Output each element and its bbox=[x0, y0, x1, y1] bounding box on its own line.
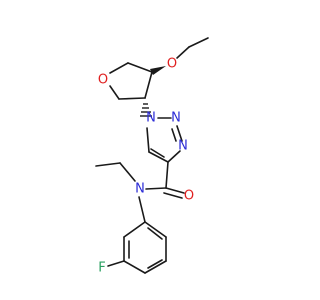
bond-ring-o-ch2 bbox=[109, 85, 120, 100]
svg-text:O: O bbox=[98, 73, 108, 88]
bond-ethyl-ch3-ch2 bbox=[188, 37, 209, 48]
molecule-diagram: O O N N N O N F bbox=[95, 37, 209, 276]
hashed-bond-c3-n1 bbox=[140, 103, 152, 117]
svg-text:N: N bbox=[146, 111, 156, 126]
bond-ch2-ring-o bbox=[109, 62, 129, 74]
bond-ph-c4-c5 bbox=[144, 260, 167, 274]
bond-c4-c5-b bbox=[150, 148, 165, 158]
amide-nitrogen-label: N bbox=[135, 182, 145, 197]
bond-ch2-c3 bbox=[118, 97, 146, 100]
svg-text:N: N bbox=[171, 111, 181, 126]
bond-n2-n3-a bbox=[176, 125, 183, 142]
bond-ph-c3-c4 bbox=[123, 260, 146, 274]
bond-carbonyl-n bbox=[145, 187, 167, 190]
bond-c3-c4 bbox=[144, 71, 153, 99]
bond-c4-ch2-top bbox=[127, 62, 153, 73]
structure-svg: O O N N N O N F bbox=[95, 37, 209, 276]
bond-ph-c1-c2 bbox=[123, 221, 146, 238]
triazole-n1-label: N bbox=[146, 111, 156, 126]
svg-text:O: O bbox=[167, 57, 177, 72]
ring-oxygen-label: O bbox=[98, 73, 108, 88]
bond-c-f bbox=[107, 260, 125, 267]
triazole-n3-label: N bbox=[178, 139, 188, 154]
fluorine-label: F bbox=[98, 261, 105, 276]
bond-ph-inner-3 bbox=[147, 227, 163, 240]
wedge-bond-o-c3 bbox=[150, 66, 166, 75]
bond-ph-inner-2 bbox=[147, 259, 163, 269]
bond-ethyl-ch2-o bbox=[176, 46, 190, 59]
bond-n-ch2 bbox=[119, 162, 136, 182]
bond-ch2-ch3 bbox=[95, 162, 121, 167]
svg-text:F: F bbox=[98, 261, 105, 276]
bond-n-phenyl bbox=[138, 196, 146, 223]
bond-c4-carbonyl bbox=[165, 161, 169, 189]
bond-c5-n1 bbox=[146, 127, 150, 153]
bond-ph-c6-c1 bbox=[144, 221, 167, 238]
bond-n3-c4 bbox=[167, 150, 181, 163]
ether-oxygen-label: O bbox=[167, 57, 177, 72]
triazole-n2-label: N bbox=[171, 111, 181, 126]
bond-co-double-b bbox=[163, 192, 183, 199]
svg-text:N: N bbox=[178, 139, 188, 154]
bond-c4-c5-a bbox=[148, 151, 169, 163]
carbonyl-oxygen-label: O bbox=[184, 189, 194, 204]
bond-co-double-a bbox=[165, 187, 185, 194]
bond-n2-n3-b bbox=[171, 128, 177, 142]
svg-text:O: O bbox=[184, 189, 194, 204]
svg-text:N: N bbox=[135, 182, 145, 197]
